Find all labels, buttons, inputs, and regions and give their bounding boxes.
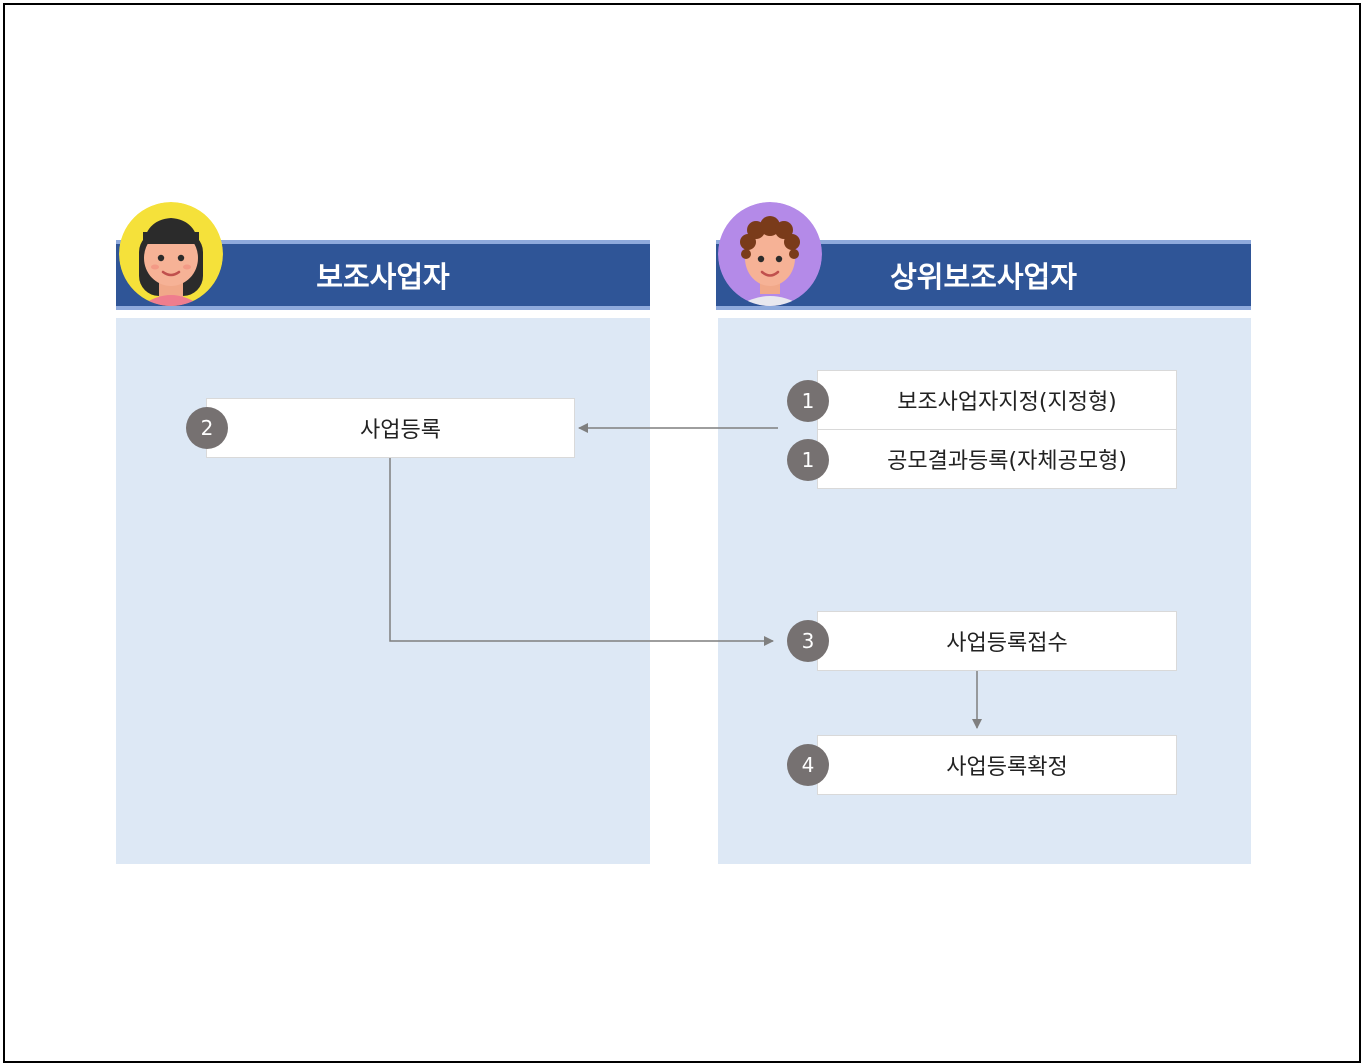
step-designate-label: 보조사업자지정(지정형): [897, 390, 1117, 415]
step-register-badge: 2: [186, 407, 228, 449]
step-receive-label: 사업등록접수: [946, 631, 1068, 656]
step-receive-box[interactable]: 사업등록접수: [817, 611, 1177, 671]
step-register-box[interactable]: 사업등록: [206, 398, 575, 458]
step-designate-badge: 1: [787, 380, 829, 422]
lane-left-title: 보조사업자: [316, 260, 450, 294]
step-contest-result-box[interactable]: 공모결과등록(자체공모형): [817, 429, 1177, 489]
step-receive-badge: 3: [787, 620, 829, 662]
step-confirm-badge: 4: [787, 744, 829, 786]
step-contest-result-badge: 1: [787, 439, 829, 481]
step-register-label: 사업등록: [360, 418, 441, 443]
lane-right-title: 상위보조사업자: [890, 260, 1077, 294]
girl-avatar-icon: [119, 202, 223, 306]
step-contest-result-label: 공모결과등록(자체공모형): [887, 449, 1127, 474]
step-confirm-box[interactable]: 사업등록확정: [817, 735, 1177, 795]
boy-avatar-icon: [718, 202, 822, 306]
step-confirm-label: 사업등록확정: [946, 755, 1068, 780]
step-designate-box[interactable]: 보조사업자지정(지정형): [817, 370, 1177, 430]
